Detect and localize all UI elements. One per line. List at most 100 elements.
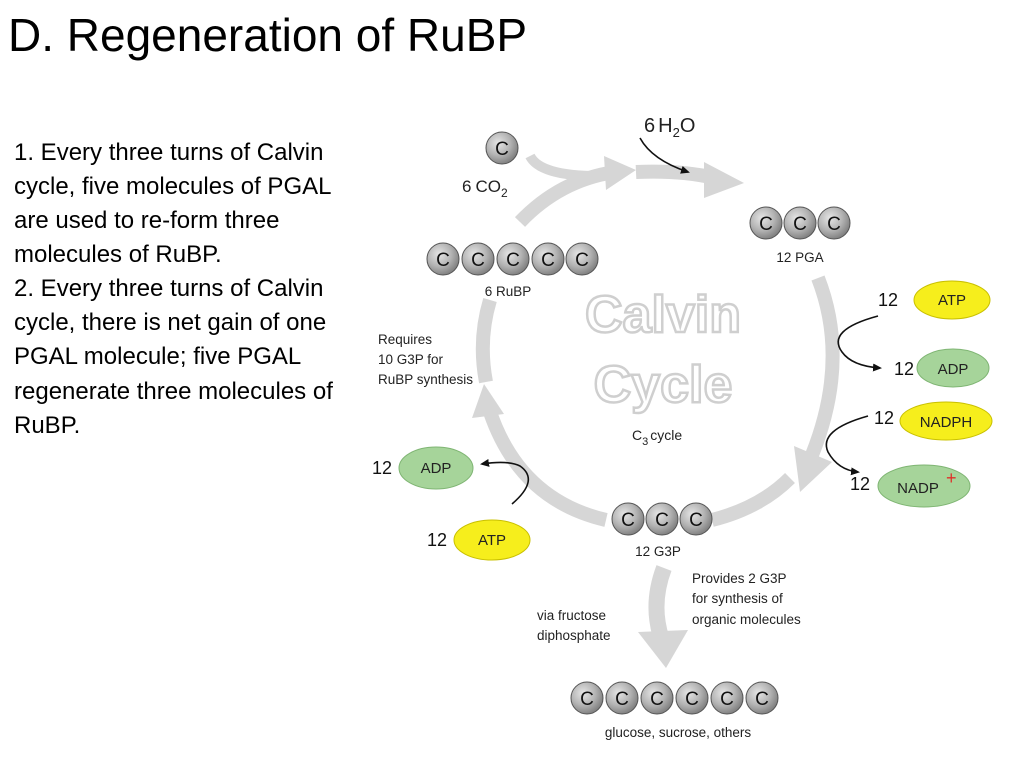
carbon-atom: C: [496, 242, 530, 276]
svg-text:ADP: ADP: [421, 460, 452, 477]
svg-text:NADP: NADP: [897, 480, 939, 497]
bullet-text: 1. Every three turns of Calvin cycle, fi…: [14, 136, 354, 443]
cycle-arrowhead-top-left: [604, 156, 636, 190]
cycle-arrow-left: [483, 409, 608, 527]
svg-text:C: C: [755, 689, 769, 710]
svg-text:ATP: ATP: [478, 532, 506, 549]
cycle-arrowhead-right: [794, 446, 832, 492]
pga-label: 12 PGA: [776, 250, 823, 265]
cycle-arrow-top: [514, 165, 617, 227]
co2-arrow: [525, 153, 599, 181]
svg-text:ATP: ATP: [938, 292, 966, 309]
svg-text:for synthesis of: for synthesis of: [692, 591, 783, 606]
point-2: 2. Every three turns of Calvin cycle, th…: [14, 275, 333, 439]
output-arrowhead: [638, 630, 688, 668]
carbon-atom: C: [675, 681, 709, 715]
svg-text:C: C: [541, 250, 555, 271]
right-atp-adp: 12 ATP 12 ADP: [837, 280, 991, 388]
atp-pill: [453, 519, 531, 561]
right-adp-count: 12: [894, 359, 914, 379]
carbon-atom: C: [749, 206, 783, 240]
right-atp-count: 12: [878, 290, 898, 310]
carbon-atom: C: [783, 206, 817, 240]
svg-text:C: C: [580, 689, 594, 710]
center-title-calvin: Calvin: [585, 286, 741, 344]
svg-text:C: C: [495, 139, 509, 160]
plus-sign: +: [946, 468, 957, 488]
cycle-arrowhead-left: [472, 384, 504, 418]
cycle-arrow-right: [805, 275, 840, 458]
cycle-arrowhead-top-right: [704, 162, 744, 198]
output-arrow: [648, 565, 672, 643]
right-nadph-count: 12: [874, 408, 894, 428]
carbon-atom: C: [570, 681, 604, 715]
atp-to-adp-arrow: [480, 458, 530, 505]
nadph-to-nadp-arrow: [825, 415, 869, 476]
carbon-atom: C: [461, 242, 495, 276]
nadph-pill: [899, 401, 993, 441]
svg-text:Requires: Requires: [378, 332, 432, 347]
g3p-molecule: C C C 12 G3P: [611, 502, 713, 559]
products-label: glucose, sucrose, others: [605, 725, 752, 740]
carbon-atom: C: [679, 502, 713, 536]
rubp-label: 6 RuBP: [485, 284, 532, 299]
svg-text:C: C: [759, 214, 773, 235]
svg-text:RuBP synthesis: RuBP synthesis: [378, 372, 473, 387]
carbon-atom: C: [710, 681, 744, 715]
svg-text:C: C: [471, 250, 485, 271]
h2o-arrow: [639, 137, 690, 174]
carbon-atom: C: [611, 502, 645, 536]
carbon-atom: C: [605, 681, 639, 715]
svg-text:ADP: ADP: [938, 361, 969, 378]
rubp-molecule: C C C C C 6 RuBP: [426, 242, 599, 299]
svg-text:NADPH: NADPH: [920, 414, 973, 431]
pga-molecule: C C C 12 PGA: [749, 206, 851, 265]
svg-text:C: C: [436, 250, 450, 271]
svg-text:10 G3P for: 10 G3P for: [378, 352, 444, 367]
left-atp-count: 12: [427, 530, 447, 550]
svg-text:C: C: [689, 510, 703, 531]
left-adp-atp: 12 ADP 12 ATP: [372, 446, 531, 561]
svg-text:C: C: [575, 250, 589, 271]
svg-text:C: C: [650, 689, 664, 710]
carbon-atom: C: [565, 242, 599, 276]
right-nadp-count: 12: [850, 474, 870, 494]
left-adp-count: 12: [372, 458, 392, 478]
requires-note: Requires 10 G3P for RuBP synthesis: [378, 332, 473, 387]
svg-text:C: C: [655, 510, 669, 531]
adp-pill: [916, 348, 990, 388]
carbon-atom: C: [531, 242, 565, 276]
nadp-pill: [877, 464, 971, 508]
point-1: 1. Every three turns of Calvin cycle, fi…: [14, 139, 331, 269]
atp-pill: [913, 280, 991, 320]
svg-text:C: C: [506, 250, 520, 271]
carbon-atom: C: [645, 502, 679, 536]
right-nadph-nadp: 12 NADPH 12 NADP +: [825, 401, 993, 508]
glucose-molecule: C C C C C C glucose, sucrose, others: [570, 681, 779, 740]
svg-text:organic molecules: organic molecules: [692, 612, 801, 627]
svg-text:C: C: [621, 510, 635, 531]
svg-text:C: C: [827, 214, 841, 235]
carbon-atom: C: [817, 206, 851, 240]
cycle-arrows: [472, 156, 840, 668]
svg-text:C: C: [685, 689, 699, 710]
atp-to-adp-arrow: [837, 315, 882, 372]
via-note: via fructose diphosphate: [537, 608, 611, 643]
svg-text:C: C: [615, 689, 629, 710]
svg-text:via fructose: via fructose: [537, 608, 606, 623]
g3p-label: 12 G3P: [635, 544, 681, 559]
slide-title: D. Regeneration of RuBP: [8, 9, 528, 61]
carbon-atom: C: [640, 681, 674, 715]
carbon-atom: C: [745, 681, 779, 715]
svg-text:C: C: [720, 689, 734, 710]
adp-pill: [398, 446, 474, 490]
provides-note: Provides 2 G3P for synthesis of organic …: [692, 571, 801, 627]
svg-text:C: C: [793, 214, 807, 235]
